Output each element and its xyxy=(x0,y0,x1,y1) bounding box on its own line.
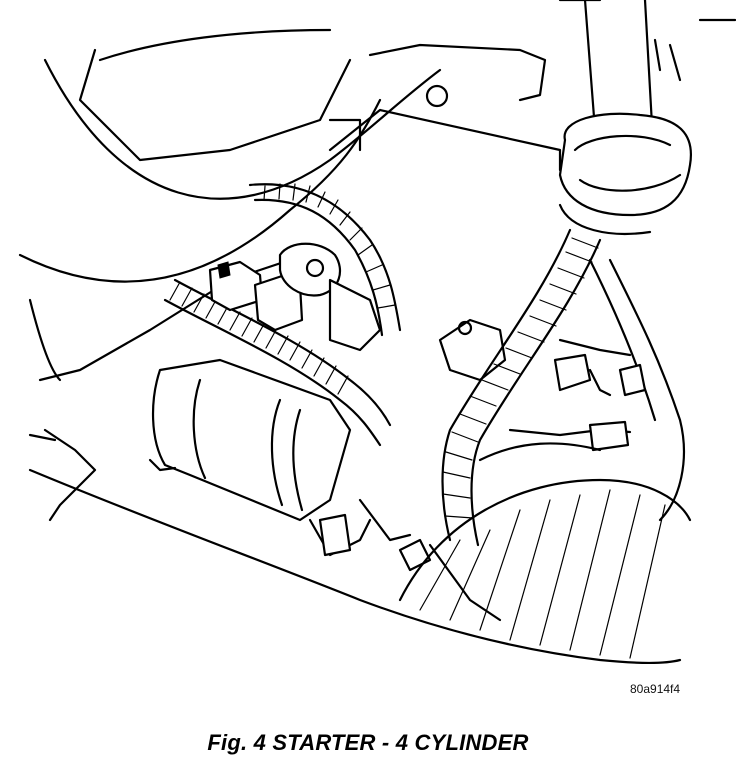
figure-caption: Fig. 4 STARTER - 4 CYLINDER xyxy=(207,730,529,755)
starter-illustration xyxy=(18,0,736,665)
wiring-loom-right xyxy=(441,228,686,547)
housing-arcs xyxy=(28,428,692,665)
figure-code: 80a914f4 xyxy=(630,682,681,696)
starter-motor xyxy=(148,358,412,557)
engine-body-outline xyxy=(18,0,602,382)
sensor-and-leads xyxy=(508,338,647,452)
rod-grommet xyxy=(558,0,736,235)
wiring-loom-upper xyxy=(248,183,402,337)
electrical-connectors xyxy=(208,242,382,352)
